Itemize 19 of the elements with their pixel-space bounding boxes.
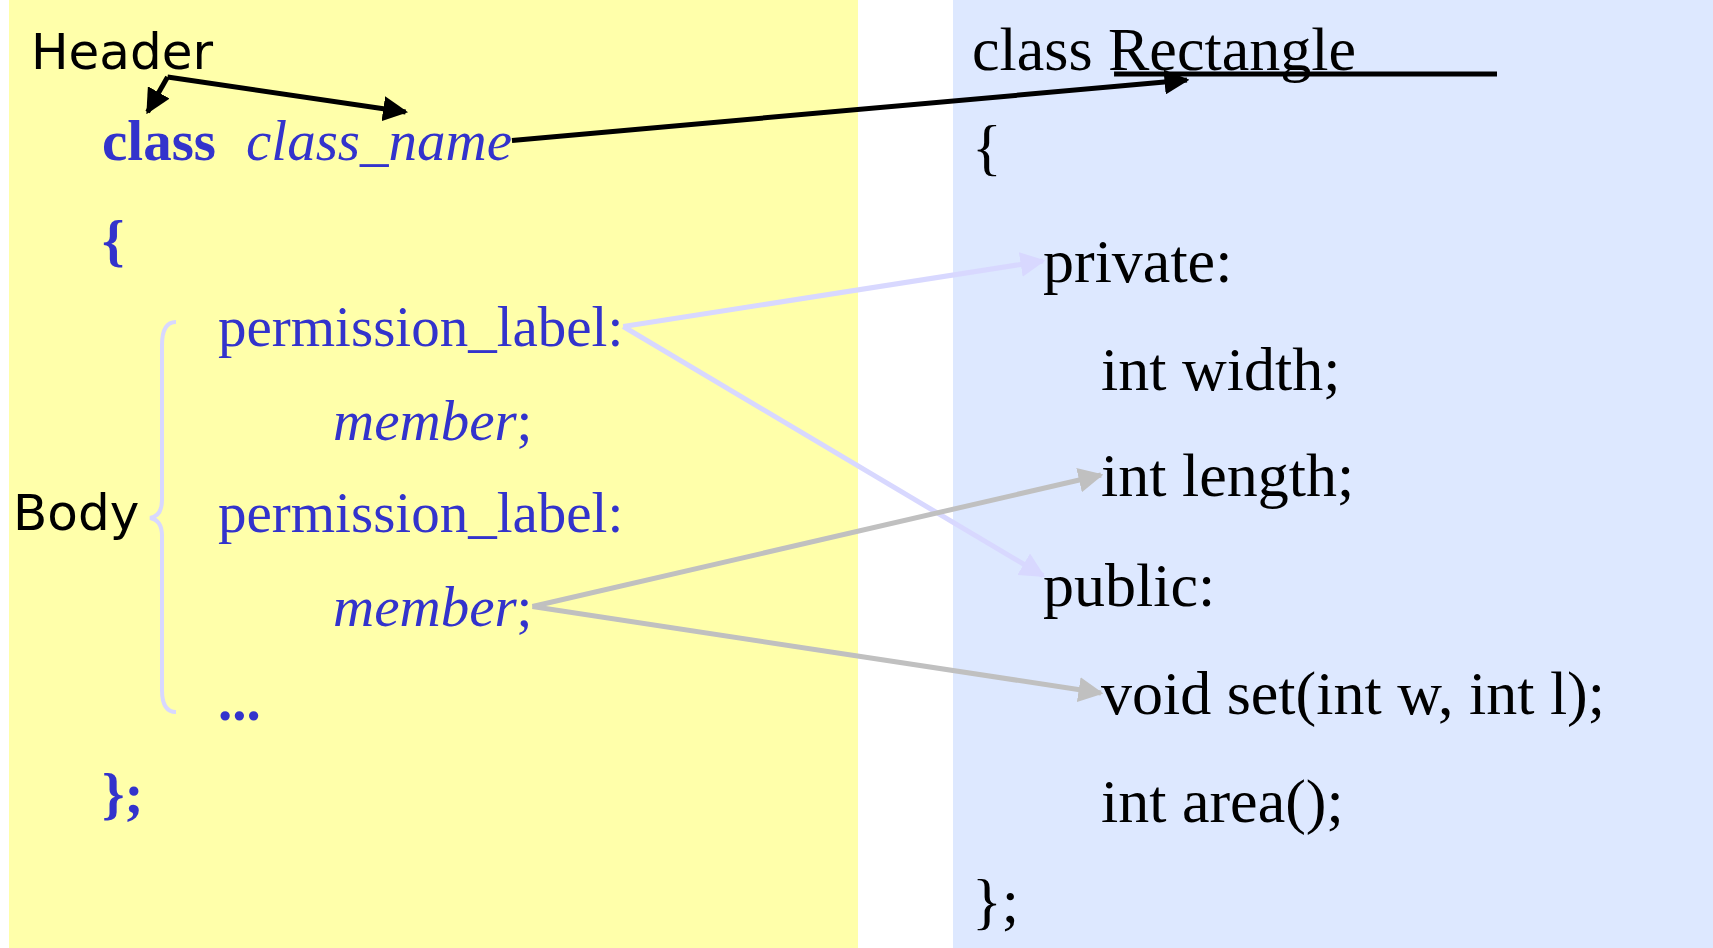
code-text: member;: [333, 392, 533, 449]
code-text: {: [972, 116, 1002, 178]
arrow: [622, 252, 1046, 329]
code-text: member;: [333, 578, 533, 635]
arrow: [531, 467, 1104, 609]
code-text: int width;: [1101, 338, 1341, 400]
arrow: [511, 69, 1190, 143]
code-text: class_name: [246, 112, 512, 169]
code-text: ...: [218, 672, 261, 729]
annotation-text: Header: [31, 27, 214, 77]
code-text: {: [102, 212, 125, 269]
arrow: [622, 324, 1046, 578]
arrow: [532, 604, 1104, 702]
code-text: };: [102, 765, 144, 822]
code-text: class: [102, 112, 216, 169]
arrow: [167, 74, 409, 122]
annotation-text: Body: [13, 488, 140, 538]
arrow: [145, 75, 170, 115]
code-text: };: [972, 870, 1019, 932]
